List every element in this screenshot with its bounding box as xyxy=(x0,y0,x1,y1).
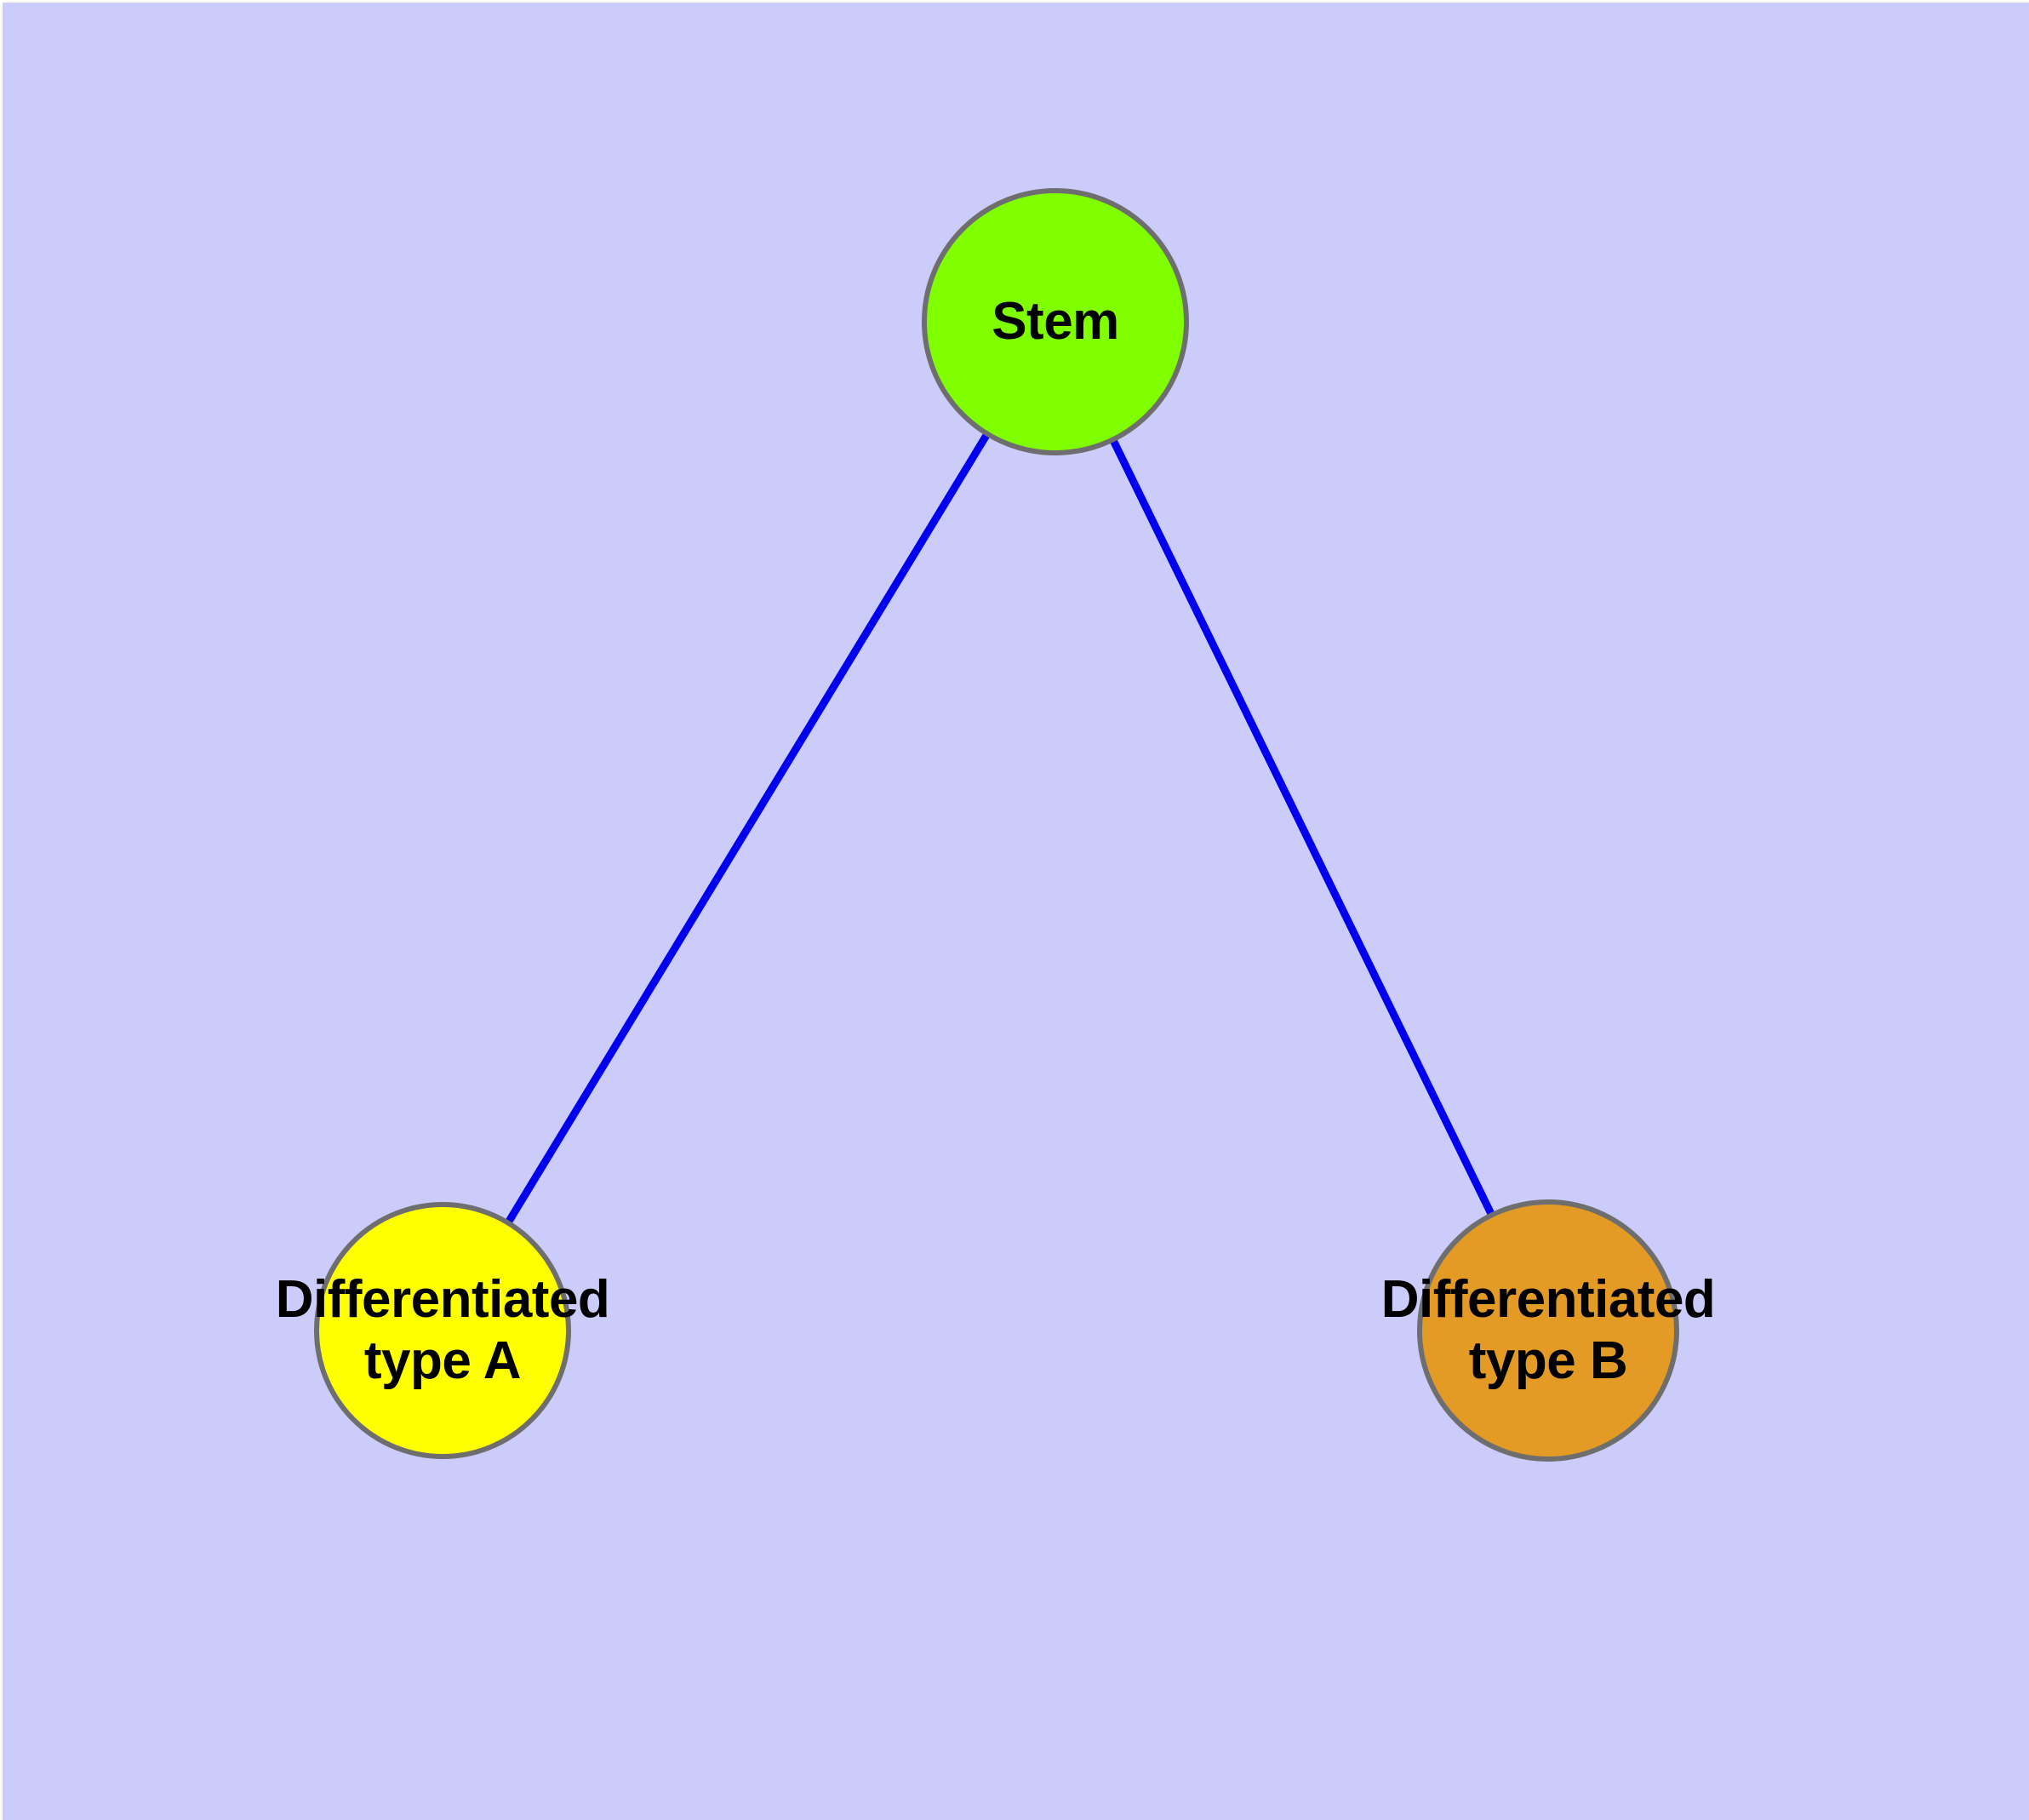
nodes-group xyxy=(314,188,1679,1462)
graph-edge-stem-to-diff-b xyxy=(1110,438,1495,1216)
graph-edge-stem-to-diff-a xyxy=(505,432,991,1224)
graph-node-diff-a[interactable] xyxy=(314,1202,571,1459)
edges-group xyxy=(505,432,1495,1224)
graph-node-diff-b[interactable] xyxy=(1417,1199,1679,1462)
graph-node-stem[interactable] xyxy=(922,188,1189,455)
